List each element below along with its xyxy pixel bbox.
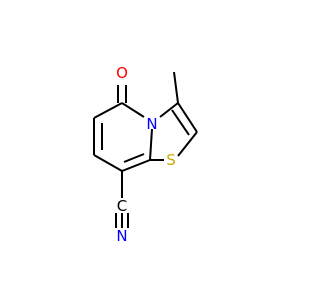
bond-n-c3	[159, 102, 179, 118]
atom-oxygen: O	[116, 64, 128, 82]
bond-c5-c6	[93, 102, 123, 119]
bonds	[93, 71, 198, 228]
atom-labels: O N S C N	[116, 64, 176, 245]
atom-nitrile-carbon: C	[117, 197, 127, 215]
bond-c3-c2-second	[171, 109, 190, 136]
bond-c3-c2	[177, 102, 198, 133]
bond-c8a-n	[149, 128, 153, 161]
structure-canvas: O N S C N	[93, 64, 198, 245]
bond-c2-s	[177, 131, 198, 157]
atom-ring-nitrogen: N	[146, 115, 157, 133]
atom-nitrile-nitrogen: N	[116, 227, 127, 245]
bond-c3-methyl	[173, 71, 179, 104]
bond-c5-n	[121, 102, 145, 118]
molecule-structure: O N S C N	[93, 64, 198, 245]
bond-c8-c8a	[121, 159, 151, 172]
bond-c8-c8a-second	[123, 153, 145, 163]
atom-sulfur: S	[166, 151, 176, 169]
bond-c7-c8	[93, 154, 123, 172]
